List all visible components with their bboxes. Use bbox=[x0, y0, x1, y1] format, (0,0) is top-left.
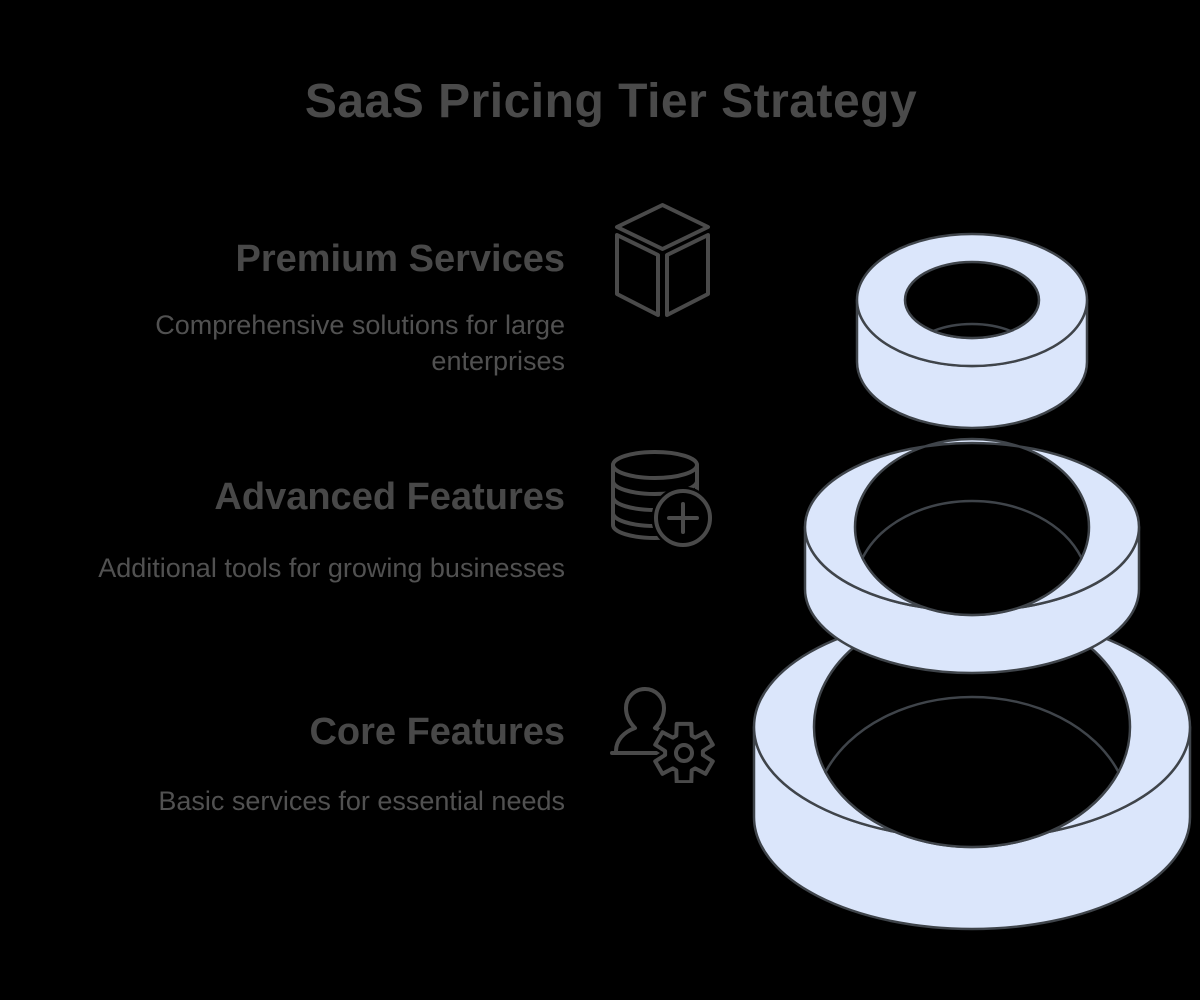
tier-heading-core: Core Features bbox=[309, 711, 565, 753]
tier-description-core: Basic services for essential needs bbox=[158, 786, 565, 816]
cube-icon bbox=[615, 203, 710, 317]
tier-heading-advanced: Advanced Features bbox=[214, 476, 565, 518]
tier-heading-premium: Premium Services bbox=[235, 238, 565, 280]
tier-description-advanced: Additional tools for growing businesses bbox=[98, 553, 565, 583]
plus-icon bbox=[667, 502, 699, 534]
ring-core bbox=[752, 605, 1192, 931]
ring-advanced bbox=[803, 437, 1141, 675]
ring-premium bbox=[855, 232, 1089, 430]
database-add-icon bbox=[611, 450, 715, 550]
page-title: SaaS Pricing Tier Strategy bbox=[304, 75, 918, 128]
gear-icon bbox=[653, 721, 715, 783]
user-gear-icon bbox=[610, 687, 718, 783]
tier-description-premium: Comprehensive solutions for large enterp… bbox=[155, 310, 565, 377]
